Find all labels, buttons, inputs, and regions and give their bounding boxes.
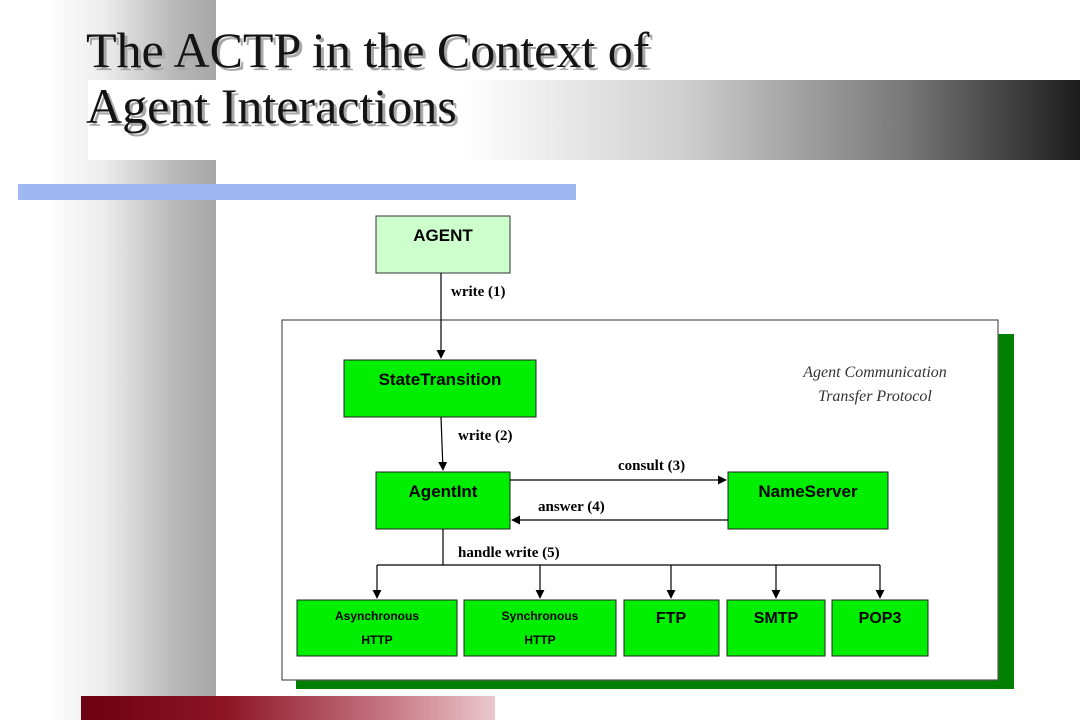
node-async-http-label-1: Asynchronous [335, 609, 419, 623]
container-caption-line-2: Transfer Protocol [818, 388, 932, 405]
edge-write-2-label: write (2) [458, 428, 513, 444]
red-accent-bar [81, 696, 495, 720]
edge-answer-4-label: answer (4) [538, 499, 605, 515]
slide-title: The ACTP in the Context of Agent Interac… [86, 22, 986, 134]
node-state-transition: StateTransition [343, 359, 537, 418]
node-pop3: POP3 [831, 599, 929, 657]
node-async-http: Asynchronous HTTP [296, 599, 458, 657]
node-ftp-label: FTP [656, 610, 687, 627]
title-gradient-bar [88, 80, 1080, 160]
container-caption-line-1: Agent Communication [802, 364, 947, 381]
edge-handle-write-5-label: handle write (5) [458, 545, 560, 561]
node-agent: AGENT [375, 215, 511, 274]
node-name-server-label: NameServer [758, 482, 858, 501]
edge-write-1-label: write (1) [451, 284, 506, 300]
edge-write-2 [438, 416, 448, 471]
edge-consult-3-label: consult (3) [618, 458, 685, 474]
node-state-transition-label: StateTransition [379, 370, 502, 389]
node-sync-http-label-2: HTTP [524, 633, 555, 647]
blue-accent-rule [18, 184, 576, 200]
node-ftp: FTP [623, 599, 720, 657]
node-name-server: NameServer [727, 471, 889, 530]
node-pop3-label: POP3 [859, 610, 902, 627]
node-async-http-label-2: HTTP [361, 633, 392, 647]
slide-title-line-1: The ACTP in the Context of [86, 22, 650, 78]
node-sync-http-label-1: Synchronous [502, 609, 579, 623]
node-smtp: SMTP [726, 599, 826, 657]
node-sync-http: Synchronous HTTP [463, 599, 617, 657]
slide-title-line-2: Agent Interactions [86, 78, 457, 134]
node-agent-label: AGENT [413, 226, 473, 245]
edge-handle-write-5 [372, 529, 885, 599]
node-agent-int-label: AgentInt [409, 482, 478, 501]
node-agent-int: AgentInt [375, 471, 511, 530]
node-smtp-label: SMTP [754, 610, 799, 627]
